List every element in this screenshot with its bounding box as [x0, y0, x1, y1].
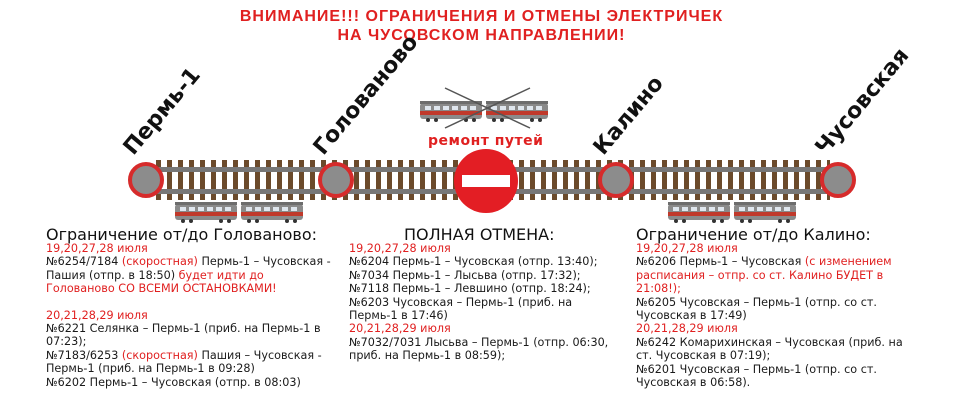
train-icon	[420, 101, 482, 122]
train-entry: №6221 Селянка – Пермь-1 (приб. на Пермь-…	[46, 322, 321, 349]
date-range: 19,20,27,28 июля	[46, 242, 148, 255]
date-range: 20,21,28,29 июля	[349, 322, 451, 336]
title-line-1: ВНИМАНИЕ!!! ОГРАНИЧЕНИЯ И ОТМЕНЫ ЭЛЕКТРИ…	[239, 8, 724, 25]
middle-column: 19,20,27,28 июля №6204 Пермь-1 – Чусовск…	[349, 242, 617, 363]
train-entry: №6242 Комарихинская – Чусовская (приб. н…	[636, 335, 903, 363]
train-number: №7183/6253	[46, 348, 122, 362]
title-line-2: НА ЧУСОВСКОМ НАПРАВЛЕНИИ!	[337, 27, 626, 44]
station-circle-icon	[598, 162, 634, 198]
train-entry: №6204 Пермь-1 – Чусовская (отпр. 13:40);	[349, 255, 598, 269]
train-entry: №6202 Пермь-1 – Чусовская (отпр. в 08:03…	[46, 375, 301, 389]
left-heading: Ограничение от/до Голованово:	[46, 225, 317, 244]
middle-heading: ПОЛНАЯ ОТМЕНА:	[404, 225, 555, 244]
date-range: 19,20,27,28 июля	[349, 242, 451, 255]
station-circle-icon	[820, 162, 856, 198]
no-entry-sign-icon	[454, 149, 518, 213]
express-tag: (скоростная)	[121, 348, 198, 362]
date-range: 20,21,28,29 июля	[46, 308, 148, 322]
right-heading: Ограничение от/до Калино:	[636, 225, 871, 244]
train-entry: №7034 Пермь-1 – Лысьва (отпр. 17:32);	[349, 268, 581, 282]
station-circle-icon	[318, 162, 354, 198]
train-route: Пермь-1 – Чусовская - Пашия (отпр. в 18:…	[46, 255, 331, 282]
train-entry: №6206 Пермь-1 – Чусовская (с изменением …	[636, 255, 906, 295]
train-entry: №7032/7031 Лысьва – Пермь-1 (отпр. 06:30…	[349, 335, 609, 363]
repair-label: ремонт путей	[428, 133, 544, 149]
train-number: №6254/7184	[46, 255, 122, 269]
cross-out-icon	[444, 87, 531, 129]
train-note: будет идти до Голованово СО ВСЕМИ ОСТАНО…	[46, 268, 277, 296]
train-entry: №6254/7184 (скоростная) Пермь-1 – Чусовс…	[46, 255, 336, 295]
train-icon	[668, 202, 730, 223]
date-range: 19,20,27,28 июля	[636, 242, 738, 255]
train-note: (с изменением расписания – отпр. со ст. …	[636, 255, 892, 296]
train-icon	[241, 202, 303, 223]
left-column: 19,20,27,28 июля №6254/7184 (скоростная)…	[46, 242, 336, 389]
train-icon	[734, 202, 796, 223]
train-entry: №6203 Чусовская – Пермь-1 (приб. на Перм…	[349, 295, 573, 323]
train-route: Пашия – Чусовская - Пермь-1 (приб. на Пе…	[46, 348, 322, 376]
page-title: ВНИМАНИЕ!!! ОГРАНИЧЕНИЯ И ОТМЕНЫ ЭЛЕКТРИ…	[0, 7, 963, 45]
train-entry: №6201 Чусовская – Пермь-1 (отпр. со ст. …	[636, 362, 877, 390]
right-column: 19,20,27,28 июля №6206 Пермь-1 – Чусовск…	[636, 242, 906, 389]
train-entry: №7118 Пермь-1 – Левшино (отпр. 18:24);	[349, 282, 591, 296]
railway-track-diagram	[128, 87, 856, 223]
express-tag: (скоростная)	[121, 255, 198, 269]
date-range: 20,21,28,29 июля	[636, 322, 738, 336]
train-route: №6206 Пермь-1 – Чусовская	[636, 255, 805, 269]
train-icon	[175, 202, 237, 223]
station-circle-icon	[128, 162, 164, 198]
train-entry: №6205 Чусовская – Пермь-1 (отпр. со ст. …	[636, 295, 877, 323]
train-entry: №7183/6253 (скоростная) Пашия – Чусовска…	[46, 349, 336, 376]
